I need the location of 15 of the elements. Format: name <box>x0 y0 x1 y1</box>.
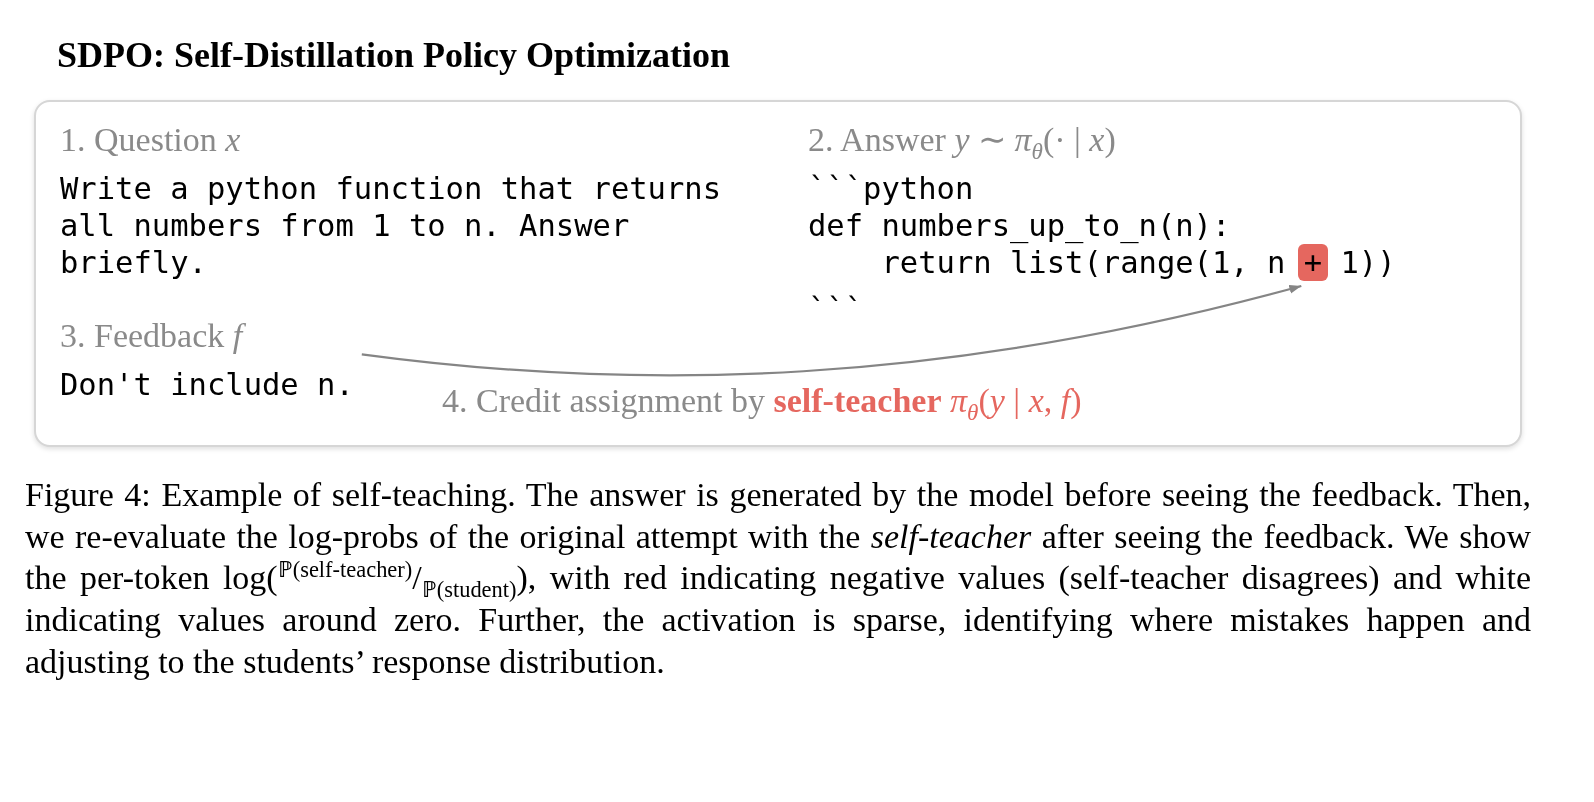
title: SDPO: Self-Distillation Policy Optimization <box>57 34 730 77</box>
panel <box>34 100 1522 447</box>
code-line: ```python <box>808 170 974 207</box>
code-line: 1)) <box>1340 244 1396 281</box>
section-heading: 1. Question x <box>60 120 241 160</box>
section-heading: 2. Answer y ∼ π$_{θ}$(· | x) <box>808 120 1116 160</box>
caption: Figure 4: Example of self-teaching. The answer is generated by the model before seeing the feedback. Then, we re-evaluate the log-probs of the original attempt with the self-teacher after seeing the feedback. We show the per-token log($^{ℙ(self-teacher)}$/$_{ℙ(student)}$), with red indicating negative values (self-teacher disagrees) and white indicating values around zero. Further, the activation is sparse, identifying where mistakes happen and adjusting to the students’ response distribution. <box>25 475 1531 682</box>
code-line: ``` <box>808 291 864 328</box>
question-text: Write a python function that returns all numbers from 1 to n. Answer briefly. <box>60 170 723 281</box>
feedback-text: Don't include n. <box>60 366 354 403</box>
highlighted-token: + <box>1298 244 1328 281</box>
code-line: def numbers_up_to_n(n): <box>808 207 1231 244</box>
edge-label: 4. Credit assignment by self-teacher π$_{θ}$(y | x, f) <box>442 381 1082 421</box>
code-line: return list(range(1, n <box>881 244 1286 281</box>
curved-arrow <box>361 284 1302 377</box>
